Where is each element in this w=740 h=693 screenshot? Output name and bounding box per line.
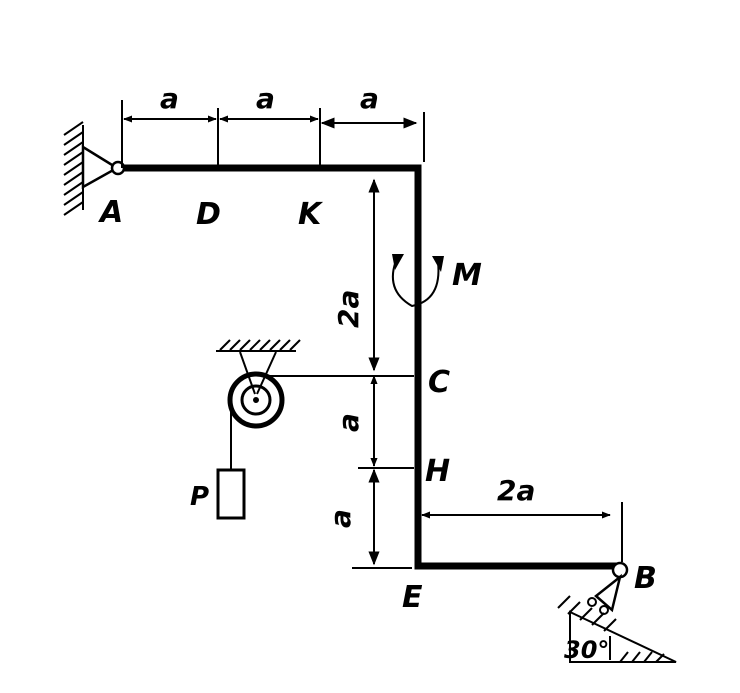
dim-label-dk: a: [256, 82, 275, 115]
vertical-dimension-chain: [352, 178, 414, 569]
angle-label: 30°: [564, 636, 609, 664]
label-h: H: [425, 454, 450, 489]
pulley-wheel: [227, 371, 285, 429]
roller-support-b: [557, 561, 677, 663]
label-b: B: [634, 561, 657, 596]
frame: [119, 164, 618, 570]
weight-p: [216, 468, 246, 520]
dim-label-ad: a: [160, 82, 179, 115]
label-c: C: [428, 365, 450, 400]
label-m: M: [452, 258, 482, 293]
top-dimension-chain: [121, 100, 425, 168]
dim-label-kc: 2a: [332, 290, 365, 328]
label-d: D: [196, 197, 221, 232]
label-k: K: [298, 197, 324, 232]
dim-label-k-end: a: [360, 82, 379, 115]
moment-m-arrow: [392, 254, 444, 308]
horizontal-dimension-hb: [421, 502, 623, 562]
left-wall-support: [63, 121, 84, 216]
dim-label-hb: 2a: [497, 474, 535, 507]
dim-label-ch: a: [332, 413, 365, 432]
dim-label-he: a: [324, 509, 357, 528]
label-p: P: [190, 482, 209, 512]
label-e: E: [402, 580, 423, 615]
pin-support-a: [81, 144, 120, 190]
label-a: A: [98, 195, 123, 230]
